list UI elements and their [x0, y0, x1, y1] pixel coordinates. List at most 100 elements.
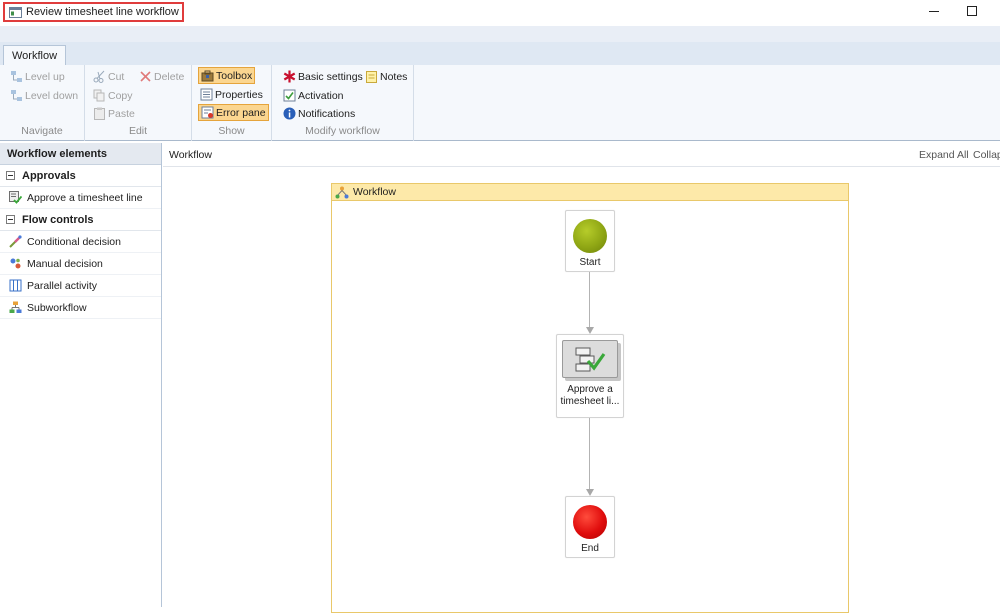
- workflow-canvas[interactable]: Workflow Expand All Collapse All Workflo…: [163, 143, 1000, 613]
- error-pane-toggle[interactable]: Error pane: [198, 104, 269, 121]
- error-pane-label: Error pane: [216, 106, 266, 119]
- cut-button[interactable]: Cut: [91, 68, 126, 85]
- scissors-icon: [93, 70, 105, 83]
- ribbon-group-navigate: Level up Level down Navigate: [0, 65, 85, 141]
- collapse-all-link[interactable]: Collapse All: [973, 149, 1000, 161]
- sidebar-item-conditional-decision[interactable]: Conditional decision: [0, 231, 161, 253]
- level-up-label: Level up: [25, 70, 65, 83]
- ribbon-group-edit: Cut Delete Copy Paste Edit: [85, 65, 192, 141]
- start-icon: [573, 219, 607, 253]
- expand-all-link[interactable]: Expand All: [919, 149, 969, 161]
- workflow-icon: [335, 186, 349, 198]
- list-item-label: Parallel activity: [27, 279, 98, 292]
- end-label: End: [581, 543, 599, 554]
- level-down-label: Level down: [25, 89, 79, 102]
- notes-icon: [366, 71, 377, 83]
- group-label-modify-workflow: Modify workflow: [305, 125, 380, 137]
- list-item-label: Subworkflow: [27, 301, 87, 314]
- paste-label: Paste: [108, 107, 135, 120]
- activation-button[interactable]: Activation: [281, 87, 346, 104]
- arrow-down-icon: [586, 489, 594, 496]
- copy-label: Copy: [108, 89, 133, 102]
- task-label-line-1: Approve a: [567, 384, 613, 395]
- breadcrumb[interactable]: Workflow: [169, 149, 212, 161]
- start-node[interactable]: Start: [565, 210, 615, 272]
- level-down-button[interactable]: Level down: [8, 87, 80, 104]
- delete-button[interactable]: Delete: [137, 68, 186, 85]
- list-item-label: Conditional decision: [27, 235, 121, 248]
- workflow-elements-panel: Workflow elements Approvals Approve a ti…: [0, 143, 162, 607]
- copy-button[interactable]: Copy: [91, 87, 135, 104]
- connector-line: [589, 272, 590, 327]
- title-band: [0, 26, 1000, 44]
- workflow-container[interactable]: Workflow Start Approve a timesheet li...: [331, 183, 849, 613]
- minimize-button[interactable]: [924, 3, 944, 19]
- start-label: Start: [579, 257, 601, 268]
- list-item-label: Manual decision: [27, 257, 103, 270]
- toolbox-icon: [201, 70, 214, 82]
- group-label-edit: Edit: [128, 125, 148, 137]
- connector-line: [589, 418, 590, 489]
- notifications-label: Notifications: [298, 107, 356, 120]
- workflow-container-title: Workflow: [353, 186, 396, 198]
- approval-task-icon: [9, 191, 22, 204]
- ribbon-group-modify-workflow: Basic settings Notes Activation Notifica…: [272, 65, 414, 141]
- sidebar-item-parallel-activity[interactable]: Parallel activity: [0, 275, 161, 297]
- maximize-button[interactable]: [962, 3, 982, 19]
- arrow-down-icon: [586, 327, 594, 334]
- manual-decision-icon: [10, 258, 21, 269]
- collapse-icon[interactable]: [6, 215, 15, 224]
- properties-toggle[interactable]: Properties: [198, 86, 265, 103]
- approve-timesheet-line-node[interactable]: Approve a timesheet li...: [556, 334, 624, 418]
- level-down-icon: [11, 90, 22, 101]
- copy-icon: [93, 89, 105, 102]
- end-node[interactable]: End: [565, 496, 615, 558]
- basic-settings-button[interactable]: Basic settings: [281, 68, 365, 85]
- tab-workflow[interactable]: Workflow: [3, 45, 67, 67]
- minimize-icon: [929, 11, 939, 12]
- error-pane-icon: [201, 106, 214, 119]
- approval-task-icon: [562, 340, 618, 378]
- paste-icon: [94, 107, 105, 120]
- ribbon: Level up Level down Navigate Cut Delete: [0, 65, 1000, 141]
- panel-title: Workflow elements: [0, 143, 161, 165]
- delete-label: Delete: [154, 70, 185, 83]
- parallel-activity-icon: [9, 279, 22, 292]
- asterisk-icon: [283, 70, 296, 83]
- notes-button[interactable]: Notes: [363, 68, 409, 85]
- sidebar-item-approve-timesheet-line[interactable]: Approve a timesheet line: [0, 187, 161, 209]
- basic-settings-label: Basic settings: [298, 70, 363, 83]
- window-title-box: Review timesheet line workflow: [3, 2, 184, 22]
- title-bar: Review timesheet line workflow: [0, 0, 1000, 26]
- notifications-button[interactable]: Notifications: [281, 105, 357, 122]
- group-label-show: Show: [218, 125, 245, 137]
- properties-icon: [200, 88, 213, 101]
- paste-button[interactable]: Paste: [91, 105, 137, 122]
- cut-label: Cut: [108, 70, 125, 83]
- info-icon: [283, 107, 296, 120]
- window-title: Review timesheet line workflow: [26, 6, 179, 18]
- section-flow-controls[interactable]: Flow controls: [0, 209, 161, 231]
- canvas-toolbar: Workflow Expand All Collapse All: [163, 143, 1000, 167]
- conditional-decision-icon: [9, 235, 22, 248]
- ribbon-tab-strip: Workflow: [0, 42, 1000, 67]
- sidebar-item-subworkflow[interactable]: Subworkflow: [0, 297, 161, 319]
- delete-x-icon: [140, 71, 151, 82]
- activation-icon: [283, 89, 296, 102]
- app-icon: [9, 6, 22, 18]
- workflow-container-header[interactable]: Workflow: [332, 184, 848, 201]
- toolbox-label: Toolbox: [216, 69, 253, 82]
- sidebar-item-manual-decision[interactable]: Manual decision: [0, 253, 161, 275]
- collapse-icon[interactable]: [6, 171, 15, 180]
- list-item-label: Approve a timesheet line: [27, 191, 143, 204]
- task-label-line-2: timesheet li...: [560, 396, 620, 407]
- level-up-button[interactable]: Level up: [8, 68, 67, 85]
- notes-label: Notes: [380, 70, 408, 83]
- activation-label: Activation: [298, 89, 344, 102]
- toolbox-toggle[interactable]: Toolbox: [198, 67, 256, 84]
- maximize-icon: [967, 6, 977, 16]
- subworkflow-icon: [9, 301, 22, 313]
- section-approvals[interactable]: Approvals: [0, 165, 161, 187]
- level-up-icon: [11, 71, 22, 82]
- ribbon-group-show: Toolbox Properties Error pane Show: [192, 65, 272, 141]
